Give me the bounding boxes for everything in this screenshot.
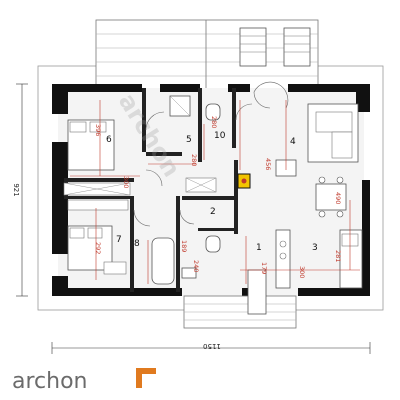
stove-burner (279, 252, 287, 260)
terrace-top (95, 19, 319, 91)
entrance-porch (183, 269, 297, 329)
room-10-area: 280 (210, 116, 218, 128)
room-8-area: 240 (192, 260, 200, 272)
door-swings (133, 81, 289, 227)
dining-table (315, 183, 347, 211)
wardrobe (67, 199, 129, 211)
deck-chair (239, 27, 267, 67)
room-8-number: 8 (134, 239, 140, 249)
bathtub (151, 237, 175, 285)
room-4-area: 456 (264, 158, 272, 170)
archon-logo: archon (12, 368, 156, 394)
room-5-width: 280 (190, 154, 198, 166)
desk (103, 261, 127, 275)
sink (181, 267, 197, 279)
bed-room-7 (67, 199, 129, 275)
bathroom-5-fixtures (169, 95, 221, 121)
utility-closet (185, 177, 217, 193)
living-room-furniture (275, 103, 359, 218)
room-6-number: 6 (106, 135, 112, 145)
room-4-second-dim: 490 (334, 192, 342, 204)
logo-mark-cutout (142, 374, 156, 388)
room-7-number: 7 (116, 235, 122, 245)
interior-walls (64, 88, 238, 292)
room-3-number: 3 (312, 243, 318, 253)
exterior-walls (52, 84, 370, 296)
room-7-area: 292 (94, 242, 102, 254)
stove-burner (279, 240, 287, 248)
depth-dimension: 921 (12, 183, 20, 196)
room-6-width: 300 (122, 176, 130, 188)
deck-chair (283, 27, 311, 67)
room-5-number: 5 (186, 135, 192, 145)
width-dimension: 1150 (203, 342, 221, 350)
room-6-area: 396 (94, 124, 102, 136)
room-1-area: 179 (260, 262, 268, 274)
room-10-number: 10 (214, 131, 226, 141)
room-4-number: 4 (290, 137, 296, 147)
room-9-area: 189 (180, 240, 188, 252)
room-1-number: 1 (256, 243, 262, 253)
logo-text: archon (12, 369, 88, 394)
bed-room-6 (63, 119, 131, 196)
bathroom-fixtures (151, 235, 221, 285)
room-dimension-lines (70, 100, 360, 284)
overall-dimension-lines (16, 83, 371, 354)
room-3-area: 281 (334, 250, 342, 262)
room-2-number: 2 (210, 207, 216, 217)
entry-door (247, 269, 267, 315)
fireplace-flame (241, 178, 247, 184)
toilet (205, 235, 221, 253)
room-3-width: 300 (298, 266, 306, 278)
